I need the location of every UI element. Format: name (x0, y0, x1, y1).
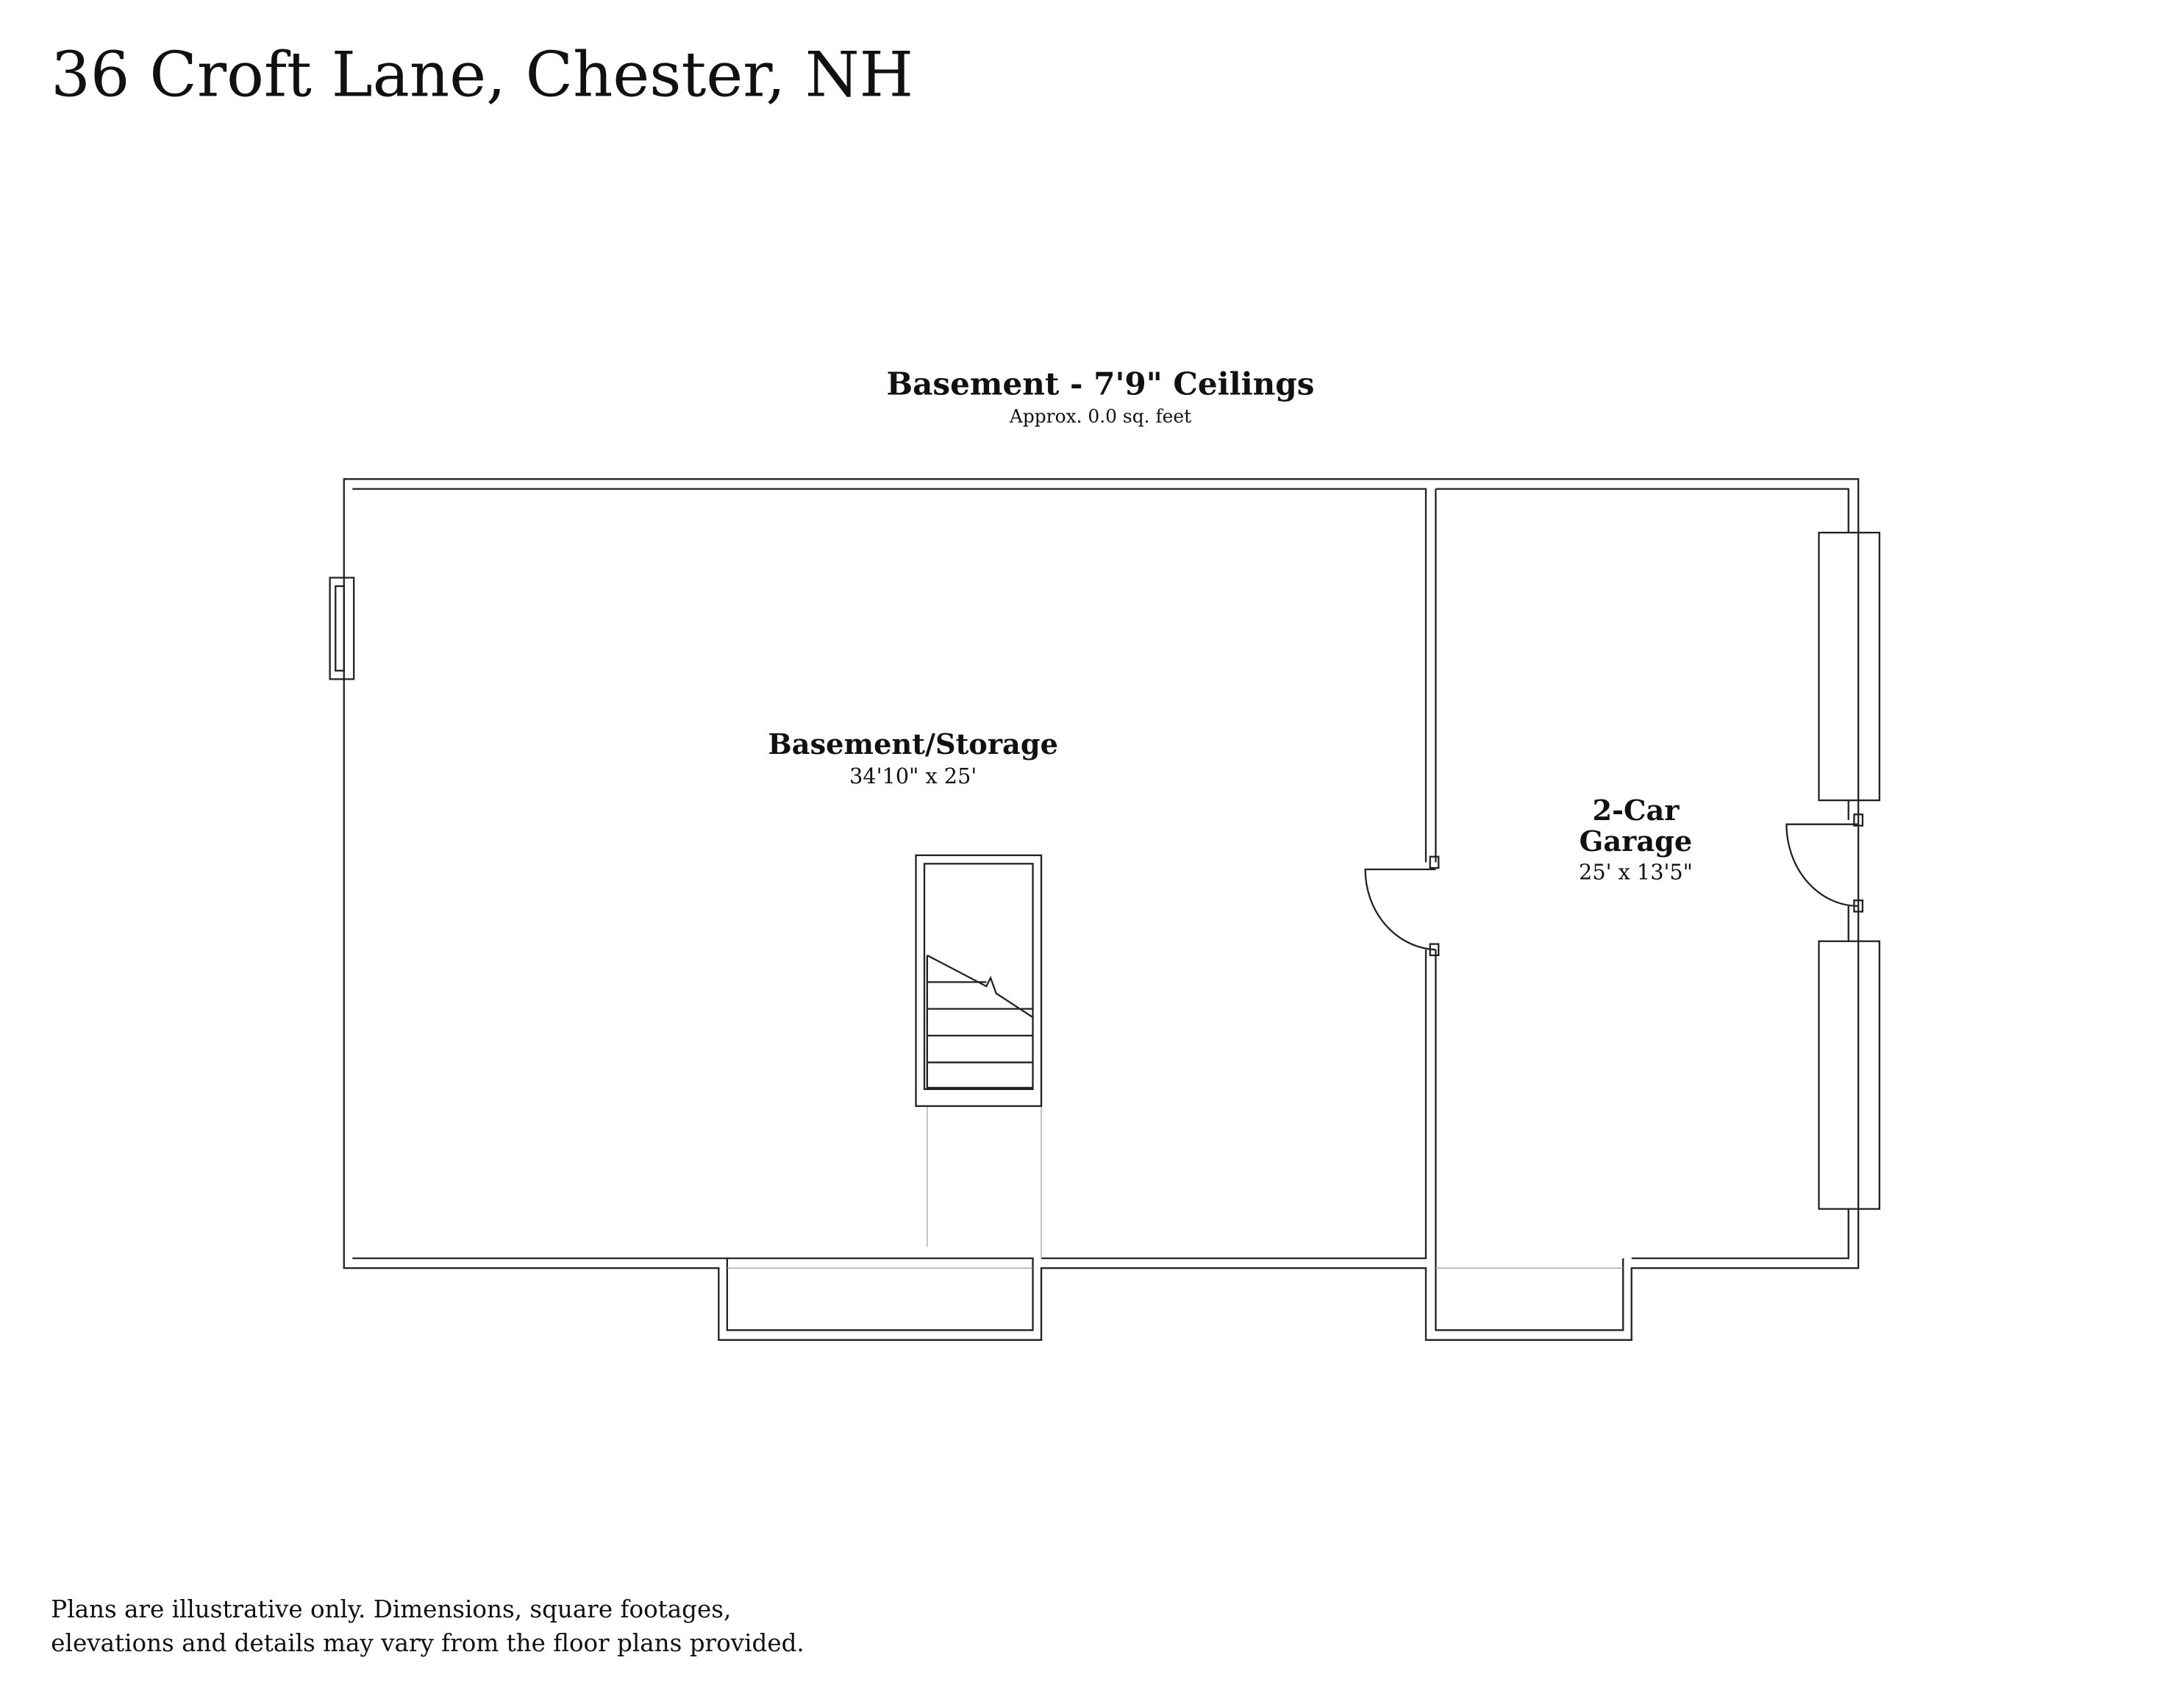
stairs (915, 854, 1043, 1107)
room-name: Basement/Storage (768, 728, 1058, 761)
room-name: Garage (1580, 825, 1693, 858)
disclaimer-line-2: elevations and details may vary from the… (51, 1629, 804, 1657)
room-garage: 2-Car Garage 25' x 13'5" (1579, 794, 1693, 884)
room-dims: 34'10" x 25' (849, 763, 977, 788)
walls (343, 478, 1860, 1341)
window (329, 577, 355, 680)
door-basement-garage (1364, 855, 1440, 956)
disclaimer-line-1: Plans are illustrative only. Dimensions,… (51, 1595, 731, 1623)
room-name: 2-Car (1592, 794, 1680, 827)
room-basement-storage: Basement/Storage 34'10" x 25' (768, 728, 1058, 788)
door-garage-exterior (1785, 813, 1864, 913)
page-title: 36 Croft Lane, Chester, NH (51, 38, 913, 110)
garage-doors (1818, 531, 1881, 1210)
floor-area: Approx. 0.0 sq. feet (1009, 406, 1191, 427)
floor-heading: Basement - 7'9" Ceilings (887, 365, 1315, 402)
room-dims: 25' x 13'5" (1579, 859, 1693, 884)
